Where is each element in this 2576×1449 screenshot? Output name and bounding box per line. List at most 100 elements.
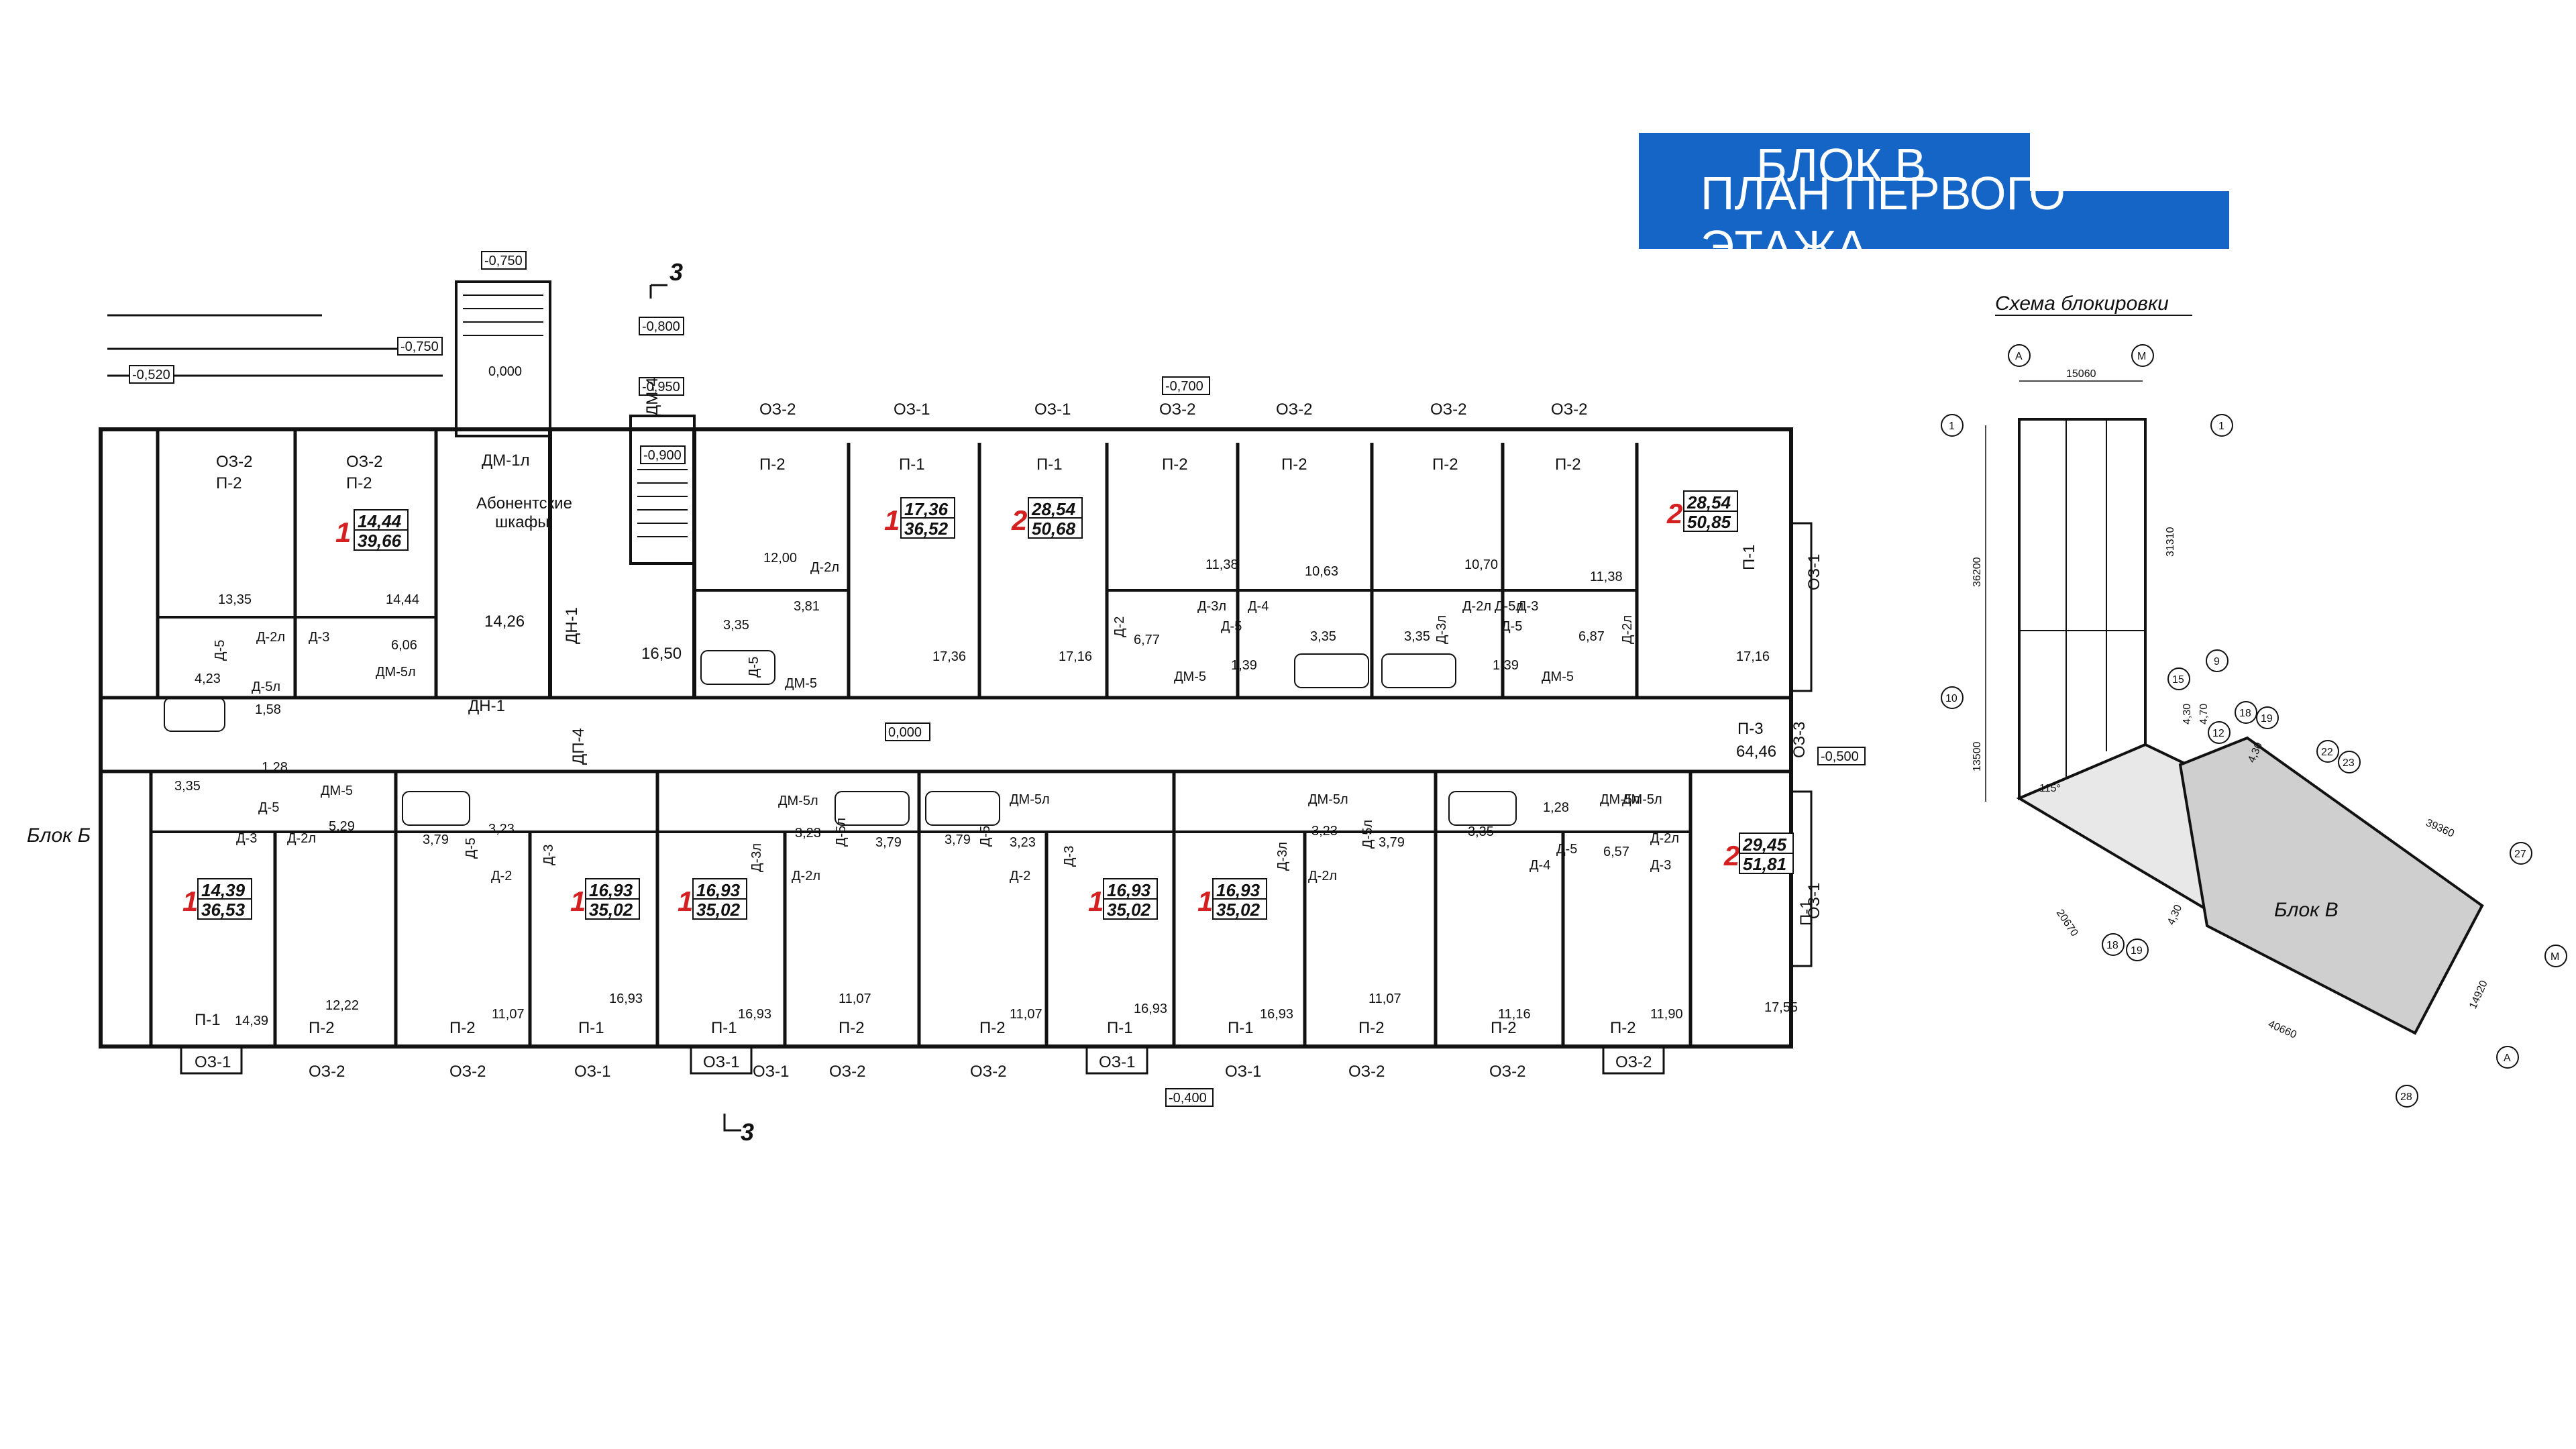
apartments-top: 1 14,44 39,66 1 17,36 36,52 2 28,54 50,6…: [335, 490, 1738, 551]
room-mark: П-2: [1610, 1019, 1636, 1037]
scheme-block-v: [2178, 736, 2484, 1035]
cabinet-label-2: шкафы: [495, 513, 549, 531]
door-tag: Д-2л: [1462, 599, 1491, 614]
room-mark: П-2: [1281, 455, 1307, 474]
door-tag: Д-2л: [256, 630, 285, 645]
axis-label: 19: [2131, 945, 2143, 957]
scheme-dim: 36200: [1972, 557, 1983, 587]
door-dp4: ДП-4: [570, 728, 588, 765]
room-mark: П-1: [1797, 900, 1815, 926]
rooms-count: 1: [335, 517, 351, 548]
room-area: 3,23: [1010, 835, 1036, 850]
stair-treads: [463, 294, 688, 537]
window-mark: ОЗ-1: [195, 1053, 231, 1071]
room-area: 3,79: [1379, 835, 1405, 850]
elev-stair: -0,750: [484, 254, 523, 268]
scheme-dim: 4,70: [2198, 704, 2210, 724]
door-tag: Д-3л: [1275, 842, 1290, 871]
door-tag: Д-5: [1221, 619, 1242, 634]
apartments-bottom: 1 14,39 36,53 1 16,93 35,02 1 16,93 35,0…: [182, 833, 1794, 920]
door-tag: Д-3: [1062, 846, 1077, 867]
elev-lift: -0,900: [643, 448, 682, 463]
room-mark: П-1: [1740, 544, 1758, 570]
door-tag: Д-4: [1529, 858, 1550, 873]
apartment-badge: 1 16,93 35,02: [1197, 878, 1267, 920]
axis-label: 15: [2172, 674, 2184, 686]
apartment-badge: 1 16,93 35,02: [570, 878, 640, 920]
elev-right: -0,500: [1821, 749, 1859, 764]
rooms-count: 2: [1666, 498, 1682, 529]
room-mark: П-2: [1555, 455, 1581, 474]
apartment-badge: 1 16,93 35,02: [1088, 878, 1158, 920]
door-dn1: ДН-1: [468, 697, 505, 715]
window-mark: ОЗ-1: [1225, 1063, 1262, 1081]
door-tag: ДМ-5л: [1600, 792, 1640, 807]
room-areas-bottom: 3,35 1,28 5,29 14,39 12,22 3,79 3,23 11,…: [174, 760, 1798, 1028]
section-mark-bottom: 3: [741, 1118, 754, 1146]
room-area: 12,22: [325, 998, 359, 1013]
room-area: 3,23: [488, 822, 515, 837]
room-mark: П-1: [711, 1019, 737, 1037]
room-area: 6,87: [1578, 629, 1605, 644]
room-area: 11,07: [1368, 991, 1401, 1006]
scheme-dim: 4,30: [2182, 704, 2193, 724]
axis-label: 18: [2106, 940, 2118, 951]
room-area: 10,63: [1305, 564, 1338, 579]
door-tag: Д-3: [541, 845, 556, 865]
room-area: 17,55: [1764, 1000, 1798, 1015]
elev-terrace: -0,520: [132, 368, 170, 382]
area-hall: 14,26: [484, 612, 525, 631]
door-tag: ДМ-5л: [1010, 792, 1050, 807]
window-mark: ОЗ-2: [309, 1063, 345, 1081]
room-area: 17,16: [1059, 649, 1092, 664]
door-dm1l: ДМ-1л: [482, 451, 530, 470]
room-area: 3,79: [423, 833, 449, 847]
scheme-dim: 13500: [1972, 741, 1983, 771]
window-mark: ОЗ-2: [1430, 400, 1467, 419]
total-area: 50,68: [1032, 519, 1076, 539]
room-area: 16,93: [1134, 1002, 1167, 1016]
scheme-angle: 115°: [2039, 783, 2061, 794]
room-marks: П-2 П-2 П-2 П-1 П-1 П-2 П-2 П-2 П-2 П-1 …: [195, 455, 1815, 1037]
door-tag: Д-3л: [749, 843, 764, 872]
rooms-count: 1: [884, 504, 900, 536]
living-area: 29,45: [1742, 835, 1787, 855]
room-area: 3,35: [723, 618, 749, 633]
axis-label: 18: [2239, 708, 2251, 719]
room-mark: П-1: [1107, 1019, 1133, 1037]
plan-title-block: БЛОК В: [1639, 133, 2030, 197]
rooms-count: 2: [1723, 840, 1739, 871]
cabinet-label-1: Абонентские: [476, 494, 572, 513]
axis-label: 10: [1945, 693, 1957, 704]
room-area: 1,39: [1231, 658, 1257, 673]
door-tag: Д-5: [978, 826, 993, 847]
apartment-badge: 1 14,39 36,53: [182, 878, 252, 920]
window-mark: ОЗ-2: [1159, 400, 1196, 419]
room-area: 12,00: [763, 551, 797, 566]
room-area: 11,90: [1650, 1007, 1683, 1022]
room-area: 3,35: [174, 779, 201, 794]
total-area: 35,02: [1216, 900, 1260, 920]
room-mark: П-1: [195, 1011, 221, 1029]
axis-label: 12: [2212, 728, 2224, 739]
room-area: 1,39: [1493, 658, 1519, 673]
scheme-dim: 31310: [2165, 527, 2176, 557]
room-area: 16,93: [1260, 1007, 1293, 1022]
door-tag: Д-2: [1112, 616, 1127, 637]
room-area: 3,81: [794, 599, 820, 614]
scheme-dim: 20670: [2054, 908, 2080, 938]
room-area: 14,39: [235, 1014, 268, 1028]
room-area: 1,58: [255, 702, 281, 717]
door-tag: Д-5: [258, 800, 279, 815]
elev-entry: 0,000: [488, 364, 522, 379]
rooms-count: 1: [1088, 885, 1104, 917]
room-area: 3,35: [1404, 629, 1430, 644]
door-tag: Д-3л: [1434, 615, 1449, 644]
room-mark: П-2: [759, 455, 786, 474]
door-tag: Д-3: [1517, 599, 1538, 614]
room-area: 14,44: [386, 592, 419, 607]
elev-ramp: -0,750: [400, 339, 439, 354]
door-tag: ДМ-5: [1542, 669, 1574, 684]
elev-top-mid: -0,700: [1165, 379, 1203, 394]
room-areas-top: 13,35 14,44 6,06 4,23 1,58 12,00 3,81 3,…: [195, 551, 1770, 717]
